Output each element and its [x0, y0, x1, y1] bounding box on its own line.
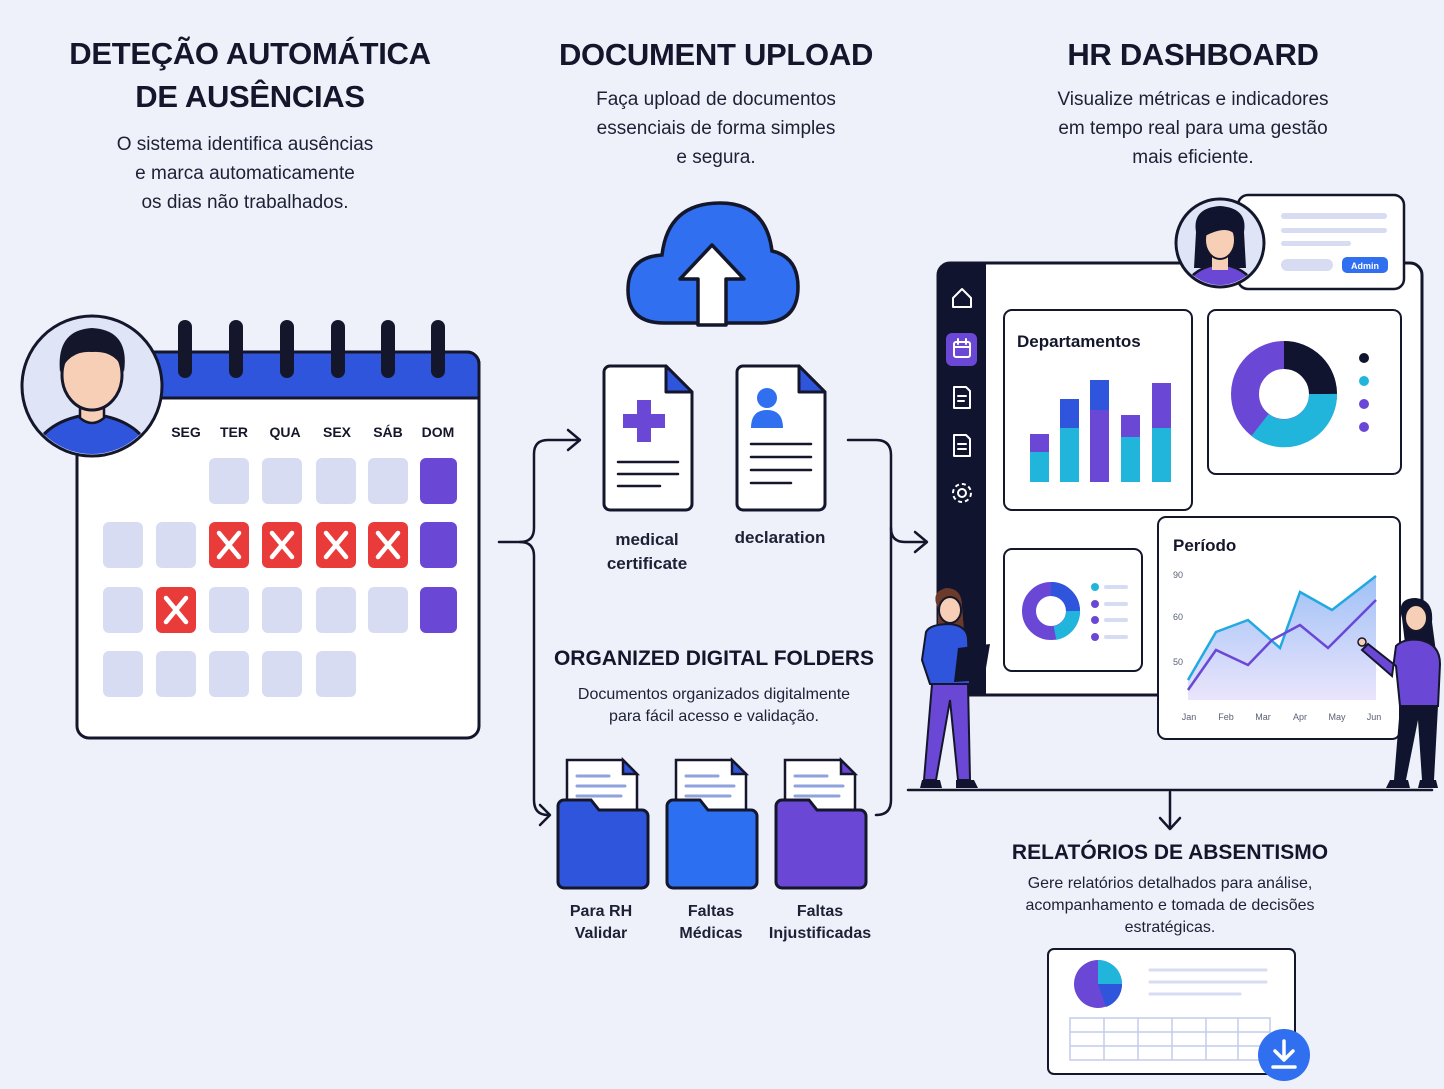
period-month: Feb: [1218, 712, 1234, 722]
declaration-label: declaration: [734, 528, 826, 547]
folder-para-rh-validar[interactable]: [555, 756, 651, 892]
weekday-label: TER: [220, 424, 248, 440]
document-icon: [953, 434, 971, 457]
absence-detection-description: O sistema identifica ausências e marca a…: [116, 134, 374, 213]
period-month: Mar: [1255, 712, 1271, 722]
folder-label-para-rh: Para RH Validar: [569, 903, 633, 942]
period-title: Período: [1173, 536, 1236, 555]
weekday-label: SEX: [323, 424, 352, 440]
admin-badge: Admin: [1351, 261, 1379, 271]
download-report-button[interactable]: [1256, 1027, 1312, 1083]
report-pie-icon: [1074, 960, 1123, 1008]
organized-folders-description: Documentos organizados digitalmente para…: [577, 686, 851, 725]
period-month: Jun: [1367, 712, 1382, 722]
home-icon: [952, 288, 972, 308]
departments-title: Departamentos: [1017, 332, 1141, 351]
period-y-tick: 90: [1173, 570, 1183, 580]
period-y-tick: 50: [1173, 657, 1183, 667]
absence-x-icon: [163, 530, 401, 625]
document-upload-title: DOCUMENT UPLOAD: [558, 37, 874, 72]
weekday-label: QUA: [269, 424, 300, 440]
woman-presenting-figure: [1357, 598, 1442, 788]
cloud-upload-icon: [626, 201, 800, 327]
calendar-icon: [953, 338, 971, 358]
document-upload-description: Faça upload de documentos essenciais de …: [596, 89, 836, 168]
hr-dashboard-description: Visualize métricas e indicadores em temp…: [1057, 89, 1329, 168]
absenteeism-report-card: [1047, 948, 1296, 1075]
folder-label-faltas-medicas: Faltas Médicas: [679, 903, 743, 942]
gear-icon: [952, 483, 972, 503]
document-edit-icon: [953, 386, 971, 409]
weekday-label: SEG: [171, 424, 201, 440]
medical-certificate-document[interactable]: [600, 364, 696, 514]
medical-cross-icon: [623, 400, 665, 442]
period-month: Jan: [1182, 712, 1197, 722]
weekday-label: DOM: [422, 424, 455, 440]
download-icon: [1271, 1039, 1297, 1069]
department-donut-chart: [1231, 341, 1338, 448]
weekday-label: SÁB: [373, 424, 403, 440]
medical-certificate-label: medical certificate: [606, 530, 688, 573]
hr-dashboard-title: HR DASHBOARD: [1067, 37, 1319, 72]
person-icon: [751, 388, 783, 428]
period-month: May: [1328, 712, 1346, 722]
organized-folders-title: ORGANIZED DIGITAL FOLDERS: [553, 647, 875, 670]
folder-faltas-medicas[interactable]: [664, 756, 760, 892]
reports-description: Gere relatórios detalhados para análise,…: [1025, 875, 1315, 936]
absence-calendar: SEG TER QUA SEX SÁB DOM: [20, 314, 481, 740]
absence-detection-title: DETEÇÃO AUTOMÁTICA DE AUSÊNCIAS: [69, 36, 431, 114]
period-month: Apr: [1293, 712, 1307, 722]
woman-with-tablet-figure: [920, 588, 990, 788]
folder-faltas-injustificadas[interactable]: [773, 756, 869, 892]
reports-title: RELATÓRIOS DE ABSENTISMO: [1011, 841, 1329, 864]
period-y-tick: 60: [1173, 612, 1183, 622]
declaration-document[interactable]: [733, 364, 829, 514]
folder-label-faltas-injustificadas: Faltas Injustificadas: [768, 903, 872, 942]
